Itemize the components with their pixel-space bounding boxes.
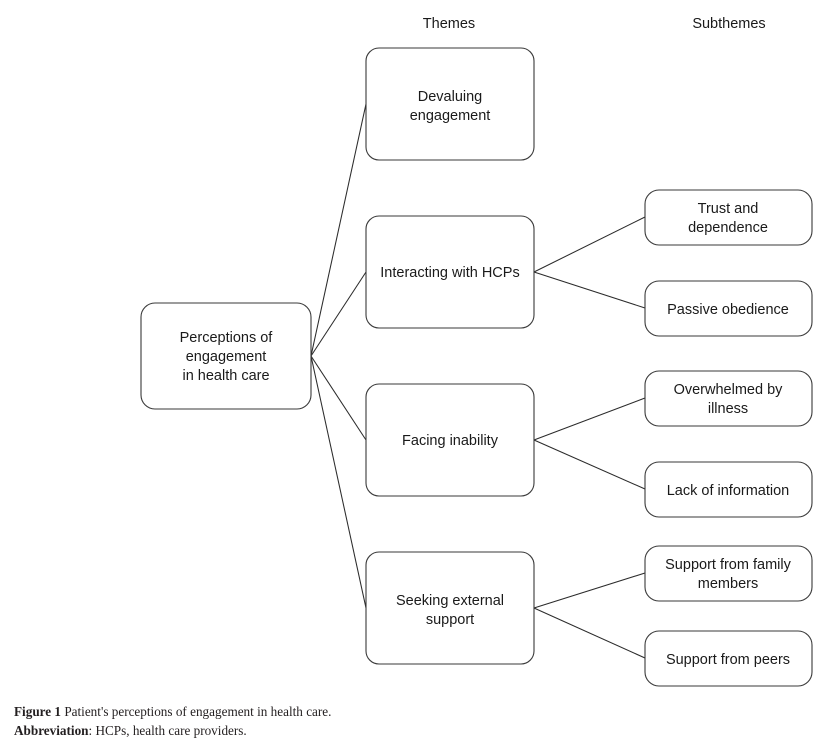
node-subtheme-2-1-box — [644, 189, 813, 246]
connector-root-to-theme-2 — [310, 271, 367, 357]
node-subtheme-lack-of-information[interactable]: Lack of information — [644, 461, 813, 518]
node-subtheme-4-1-box — [644, 545, 813, 602]
node-theme-seeking-external-support[interactable]: Seeking external support — [365, 551, 535, 665]
node-subtheme-overwhelmed-by-illness[interactable]: Overwhelmed by illness — [644, 370, 813, 427]
node-subtheme-3-2-box — [644, 461, 813, 518]
node-subtheme-4-2-box — [644, 630, 813, 687]
connector-theme-2-to-subtheme-1 — [533, 216, 646, 273]
connector-theme-4-to-subtheme-1 — [533, 572, 646, 609]
connector-theme-3-to-subtheme-2 — [533, 439, 646, 490]
concept-map-diagram: Themes Subthemes Perceptions of engageme… — [140, 16, 813, 687]
node-subtheme-3-2-label-line-1: Lack of information — [667, 483, 790, 499]
node-root-label-line-3: in health care — [182, 368, 269, 384]
node-theme-facing-inability[interactable]: Facing inability — [365, 383, 535, 497]
node-theme-1-label-line-2: engagement — [410, 108, 491, 124]
node-subtheme-passive-obedience[interactable]: Passive obedience — [644, 280, 813, 337]
connector-theme-2-to-subtheme-2 — [533, 271, 646, 309]
connector-theme-3-to-subtheme-1 — [533, 397, 646, 441]
node-theme-devaluing-engagement[interactable]: Devaluing engagement — [365, 47, 535, 161]
node-subtheme-3-1-label-line-2: illness — [708, 401, 748, 417]
figure-caption-label: Figure 1 — [14, 704, 62, 719]
node-theme-2-box — [365, 215, 535, 329]
node-theme-3-box — [365, 383, 535, 497]
figure-caption: Figure 1 Patient's perceptions of engage… — [14, 702, 794, 740]
node-subtheme-3-1-label-line-1: Overwhelmed by — [674, 382, 784, 398]
node-root-label-line-2: engagement — [186, 349, 267, 365]
node-subtheme-2-1-label-line-1: Trust and — [698, 201, 759, 217]
node-subtheme-2-2-label-line-1: Passive obedience — [667, 302, 789, 318]
node-subtheme-4-2-label-line-1: Support from peers — [666, 652, 790, 668]
abbreviation-text: : HCPs, health care providers. — [88, 723, 247, 738]
connector-root-to-theme-3 — [310, 355, 367, 441]
node-theme-1-label-line-1: Devaluing — [418, 89, 483, 105]
node-root[interactable]: Perceptions of engagement in health care — [140, 302, 312, 410]
column-header-themes: Themes — [423, 16, 475, 32]
node-subtheme-support-from-peers[interactable]: Support from peers — [644, 630, 813, 687]
node-subtheme-3-1-box — [644, 370, 813, 427]
node-theme-4-label-line-1: Seeking external — [396, 593, 504, 609]
figure-caption-line-1: Figure 1 Patient's perceptions of engage… — [14, 702, 794, 721]
abbreviation-label: Abbreviation — [14, 723, 89, 738]
node-subtheme-2-1-label-line-2: dependence — [688, 220, 768, 236]
node-theme-interacting-with-hcps[interactable]: Interacting with HCPs — [365, 215, 535, 329]
node-theme-2-label-line-1: Interacting with HCPs — [380, 265, 519, 281]
node-subtheme-support-from-family-members[interactable]: Support from family members — [644, 545, 813, 602]
connector-root-to-theme-4 — [310, 355, 367, 609]
node-theme-3-label-line-1: Facing inability — [402, 433, 499, 449]
connector-theme-4-to-subtheme-2 — [533, 607, 646, 659]
node-theme-4-box — [365, 551, 535, 665]
connector-group-theme-to-subthemes — [533, 216, 646, 659]
node-subtheme-trust-and-dependence[interactable]: Trust and dependence — [644, 189, 813, 246]
node-theme-1-box — [365, 47, 535, 161]
node-subtheme-4-1-label-line-1: Support from family — [665, 557, 791, 573]
node-root-box — [140, 302, 312, 410]
connector-group-root-to-themes — [310, 103, 367, 609]
figure-caption-text: Patient's perceptions of engagement in h… — [61, 704, 332, 719]
connector-root-to-theme-1 — [310, 103, 367, 357]
node-root-label-line-1: Perceptions of — [180, 330, 274, 346]
node-subtheme-4-1-label-line-2: members — [698, 576, 758, 592]
node-subtheme-2-2-box — [644, 280, 813, 337]
figure-caption-line-2: Abbreviation: HCPs, health care provider… — [14, 721, 794, 740]
node-theme-4-label-line-2: support — [426, 612, 474, 628]
column-header-subthemes: Subthemes — [692, 16, 765, 32]
